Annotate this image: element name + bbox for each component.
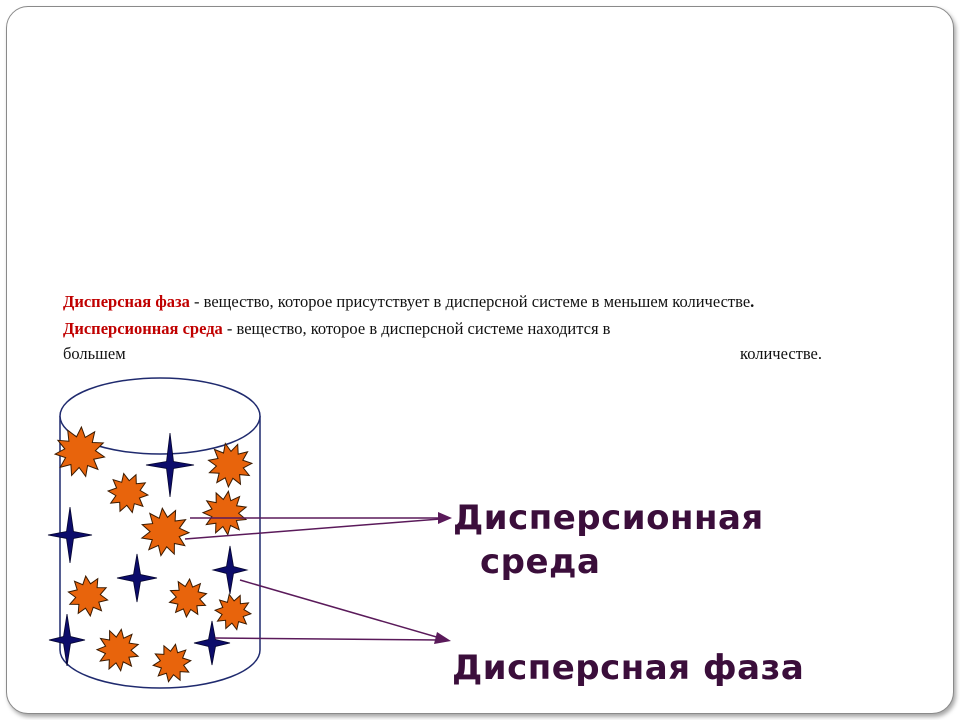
dispersed-particle-6 — [67, 574, 109, 618]
dispersed-particle-7 — [168, 577, 208, 619]
medium-molecule-1 — [145, 432, 195, 498]
phase-definition: Дисперсная фаза - вещество, которое прис… — [63, 289, 822, 314]
medium-definition: Дисперсионная среда - вещество, которое … — [63, 316, 822, 341]
medium-molecule-2 — [47, 506, 93, 564]
dispersed-particle-9 — [95, 628, 140, 673]
medium-tail-left: большем — [63, 344, 126, 363]
dispersed-particle-5 — [140, 506, 191, 557]
dispersed-particle-10 — [152, 643, 192, 683]
medium-term: Дисперсионная среда — [63, 319, 223, 338]
medium-arrowhead-1 — [438, 512, 452, 524]
medium-molecule-4 — [211, 545, 249, 595]
dispersed-particle-8 — [213, 593, 253, 631]
medium-text: - вещество, которое в дисперсной системе… — [226, 319, 611, 338]
phase-arrow-1 — [239, 579, 441, 639]
dispersed-particle-2 — [207, 442, 254, 489]
particles-group — [47, 425, 254, 683]
phase-arrowhead-1 — [434, 632, 451, 644]
phase-text: - вещество, которое присутствует в диспе… — [194, 292, 751, 311]
medium-arrow-2 — [184, 518, 441, 540]
medium-molecule-5 — [48, 613, 86, 667]
dispersed-particle-3 — [106, 472, 150, 514]
medium-label-line1: Дисперсионная — [453, 498, 764, 538]
cylinder-top — [59, 377, 261, 455]
medium-definition-tail: большем количестве. — [63, 341, 822, 366]
medium-molecule-6 — [193, 620, 231, 666]
phase-label: Дисперсная фаза — [452, 648, 805, 688]
phase-term: Дисперсная фаза — [63, 292, 190, 311]
dispersed-particle-1 — [53, 425, 106, 478]
definitions-block: Дисперсная фаза - вещество, которое прис… — [63, 289, 822, 366]
arrows-group — [184, 512, 452, 644]
medium-tail-right: количестве. — [740, 344, 822, 363]
phase-end: . — [750, 292, 755, 311]
medium-molecule-3 — [116, 553, 158, 603]
medium-label-line2: среда — [480, 542, 601, 582]
phase-arrow-2 — [214, 637, 441, 641]
dispersed-particle-4 — [201, 490, 248, 537]
